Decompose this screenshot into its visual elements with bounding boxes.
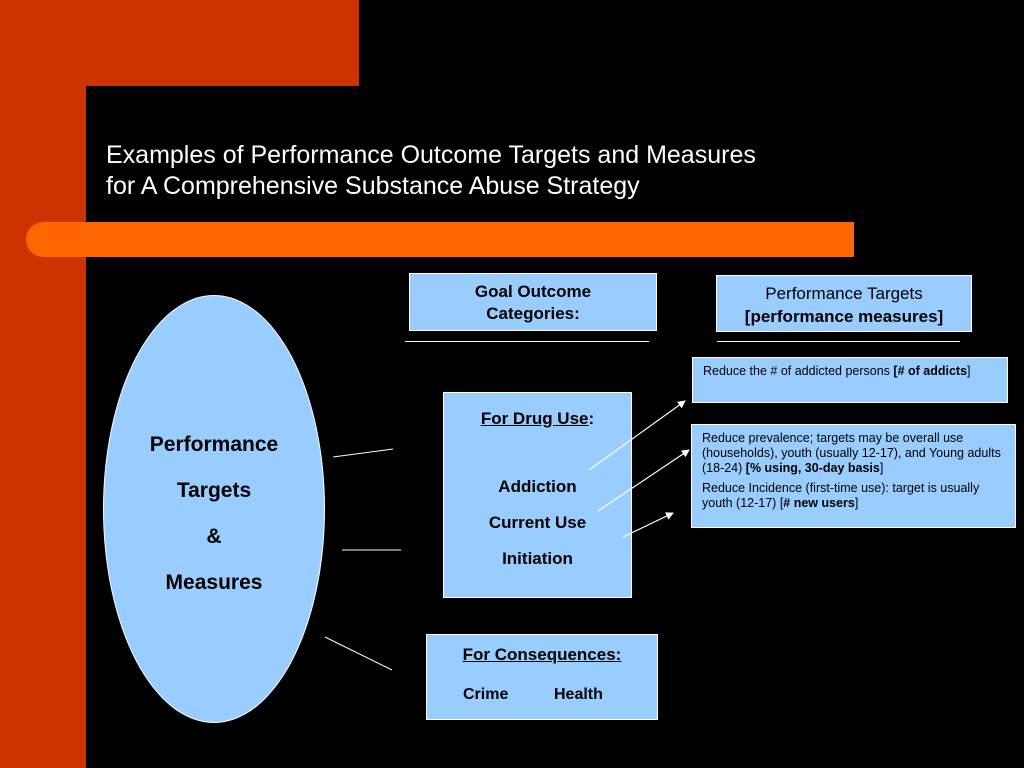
performance-ellipse (103, 295, 325, 723)
perf-header-line-1: Performance Targets (765, 284, 923, 303)
drug-use-item: Current Use (488, 513, 587, 532)
ellipse-line-2: Targets (176, 479, 252, 502)
ellipse-line-1: Performance (149, 433, 279, 456)
performance-targets-header: Performance Targets [performance measure… (716, 275, 972, 332)
perf-header-rule (717, 341, 960, 342)
target-suffix: ] (854, 496, 859, 510)
drug-use-item: Initiation (502, 549, 573, 568)
goal-header-rule (405, 341, 649, 342)
goal-outcome-header: Goal Outcome Categories: (409, 273, 657, 331)
target-measure: # new users (783, 496, 855, 510)
drug-use-heading: For Drug Use: (444, 409, 631, 429)
drug-use-heading-text: For Drug Use (480, 409, 589, 428)
title-line-2: for A Comprehensive Substance Abuse Stra… (106, 172, 640, 200)
ellipse-line-3: & (206, 525, 222, 548)
goal-header-line-1: Goal Outcome (474, 282, 592, 301)
target-measure: [# of addicts (893, 364, 968, 378)
consequences-heading: For Consequences: (462, 645, 622, 664)
consequence-item-crime: Crime (463, 686, 509, 703)
target-prevalence: Reduce prevalence; targets may be overal… (702, 431, 1007, 476)
target-addiction-box: Reduce the # of addicted persons [# of a… (692, 357, 1008, 403)
perf-header-line-2: [performance measures] (744, 307, 944, 326)
consequence-item-health: Health (554, 686, 603, 703)
target-suffix: ] (967, 364, 971, 378)
target-text: Reduce prevalence; targets may be overal… (702, 431, 1001, 475)
target-use-box: Reduce prevalence; targets may be overal… (691, 424, 1016, 528)
drug-use-box: For Drug Use: Addiction Current Use Init… (443, 392, 632, 598)
ellipse-label: Performance Targets & Measures (103, 422, 325, 606)
target-incidence: Reduce Incidence (first-time use): targe… (702, 481, 1007, 511)
drug-use-heading-colon: : (588, 409, 595, 428)
drug-use-item: Addiction (498, 477, 577, 496)
drug-use-items: Addiction Current Use Initiation (444, 469, 631, 577)
slide-title: Examples of Performance Outcome Targets … (106, 140, 906, 202)
target-suffix: ] (879, 461, 884, 475)
target-measure: [% using, 30-day basis (745, 461, 880, 475)
title-underline-stripe (26, 222, 854, 257)
left-accent-bar (0, 0, 86, 768)
ellipse-line-4: Measures (165, 571, 263, 594)
target-text: Reduce Incidence (first-time use): targe… (702, 481, 980, 510)
target-text: Reduce the # of addicted persons (703, 364, 894, 378)
top-accent-bar (0, 0, 359, 86)
goal-header-line-2: Categories: (486, 304, 580, 323)
consequences-box: For Consequences: Crime Health (426, 634, 658, 720)
title-line-1: Examples of Performance Outcome Targets … (106, 141, 756, 169)
